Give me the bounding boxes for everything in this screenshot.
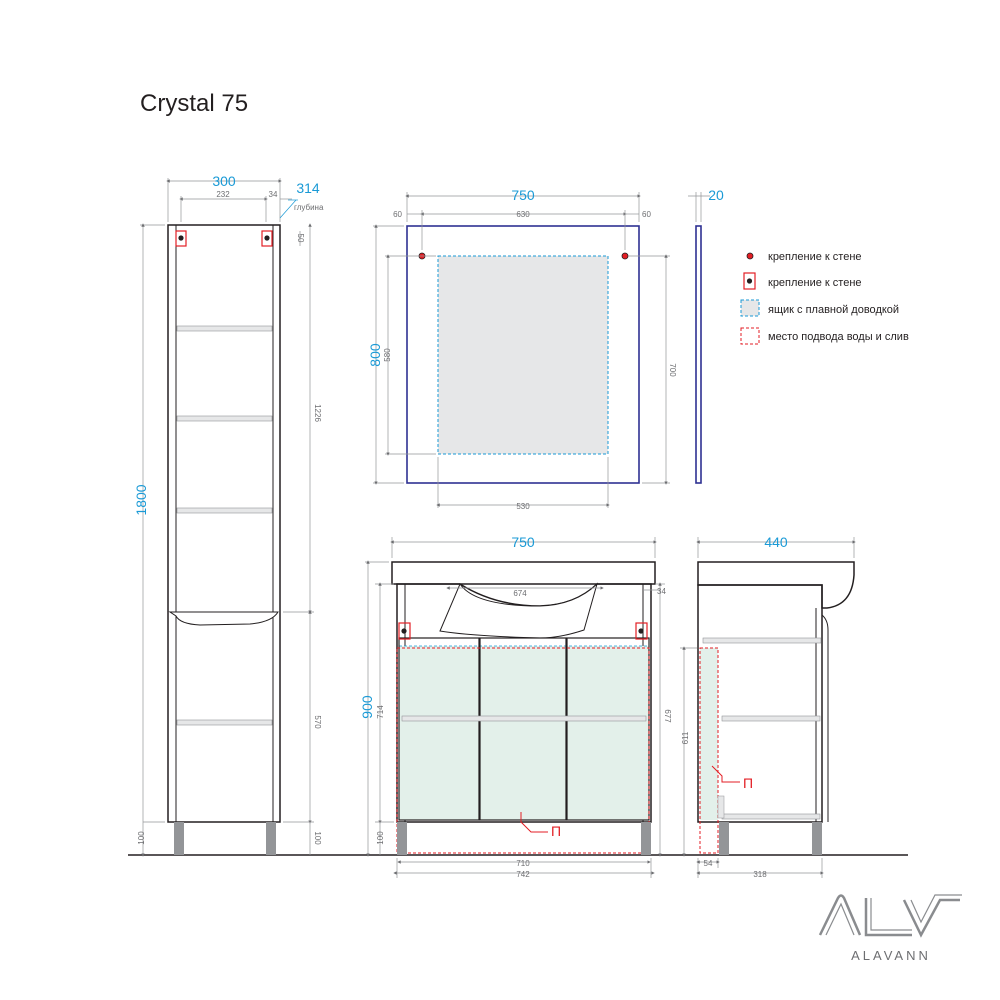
vanity-height-label: 900: [359, 695, 375, 719]
column-leg: [266, 822, 276, 855]
mirror-width-label: 750: [511, 187, 535, 203]
wall-mount-icon: [621, 252, 629, 260]
blue-dashed-box-icon: [740, 299, 760, 317]
vanity-inner-width-label: 710: [516, 859, 530, 868]
mirror-mount-height-label: 700: [668, 363, 677, 377]
mirror-thickness-label: 20: [708, 187, 724, 203]
column-shelf: [176, 325, 273, 332]
vanity-side-leg: [812, 822, 822, 855]
column-top-offset-label: 50: [296, 234, 305, 243]
plumbing-mark-front: П: [551, 823, 561, 839]
vanity-side-body: [697, 584, 823, 823]
mirror-glass-width-label: 530: [516, 502, 530, 511]
vanity-leg: [397, 822, 407, 855]
mirror-glass: [437, 255, 609, 455]
vanity-body: [396, 583, 652, 823]
plumbing-zone: [396, 647, 650, 854]
vanity-side-leg: [719, 822, 729, 855]
legend-item-label: место подвода воды и слив: [768, 331, 909, 343]
red-dashed-box-icon: [740, 327, 760, 345]
column-shelf: [176, 507, 273, 514]
wall-mount-icon: [398, 622, 411, 640]
mirror-side-view: [695, 225, 702, 484]
column-width-label: 300: [212, 173, 236, 189]
column-height-label: 1800: [133, 484, 149, 515]
vanity-inner-height-label: 677: [663, 709, 672, 723]
column-leg: [174, 822, 184, 855]
legend-item-label: крепление к стене: [768, 251, 862, 263]
vanity-door: [398, 637, 480, 821]
vanity-shelf: [401, 715, 647, 722]
plumbing-zone-side: [699, 647, 719, 854]
mirror-dimensions: [373, 192, 710, 508]
mirror-glass-height-label: 580: [383, 348, 392, 362]
vanity-side-depth-label: 440: [764, 534, 788, 550]
red-box-dot-icon: [743, 272, 756, 290]
vanity-side-dimensions: [680, 537, 856, 878]
wall-mount-icon: [635, 622, 648, 640]
page-title: Crystal 75: [140, 90, 249, 117]
plumbing-mark-side: П: [743, 775, 753, 791]
legend-item-label: крепление к стене: [768, 277, 862, 289]
vanity-body-height-label: 714: [376, 705, 385, 719]
column-inner-width-label: 232: [216, 190, 230, 199]
column-depth-caption: глубина: [294, 203, 324, 212]
vanity-side-offset-label: 34: [657, 587, 666, 596]
alavann-logo: ALAVANN: [818, 894, 962, 963]
basin-bowl: [439, 582, 598, 639]
mirror-right-offset-label: 60: [642, 210, 651, 219]
vanity-side-shelf: [721, 813, 821, 820]
vanity-leg-height-label: 100: [376, 831, 385, 845]
legend-item-label: ящик с плавной доводкой: [768, 304, 899, 316]
vanity-door: [479, 637, 567, 821]
vanity-side-body-depth-label: 318: [753, 870, 767, 879]
drawer-zone-side: [700, 648, 718, 820]
column-shelf: [176, 719, 273, 726]
wall-mount-icon: [175, 230, 187, 247]
column-depth-label: 314: [296, 180, 320, 196]
column-dimensions: [140, 178, 314, 857]
vanity-side: [697, 561, 855, 855]
column-cabinet: [167, 224, 281, 855]
logo-wordmark: ALAVANN: [851, 948, 931, 963]
vanity-front: [391, 561, 656, 855]
column-leg-height-label: 100: [137, 831, 146, 845]
column-door-handle: [168, 611, 279, 626]
column-lower-height-label: 570: [313, 715, 322, 729]
mirror-left-offset-label: 60: [393, 210, 402, 219]
column-side-offset-label: 34: [269, 190, 278, 199]
vanity-width-label: 750: [511, 534, 535, 550]
wall-mount-icon: [261, 230, 273, 247]
vanity-side-plumbing-height-label: 611: [681, 731, 690, 744]
column-shelf: [176, 415, 273, 422]
red-dot-icon: [746, 252, 754, 260]
vanity-leg: [641, 822, 651, 855]
drawer-zone: [398, 645, 650, 821]
vanity-basin-depth-label: 674: [513, 589, 527, 598]
vanity-side-shelf: [721, 715, 821, 722]
column-upper-height-label: 1226: [313, 404, 322, 422]
mirror: [406, 225, 702, 484]
mirror-mount-span-label: 630: [516, 210, 530, 219]
vanity-side-plumbing-offset-label: 54: [704, 859, 713, 868]
mirror-height-label: 800: [367, 343, 383, 367]
vanity-front-dimensions: [365, 537, 665, 878]
legend: крепление к стене крепление к стене ящик…: [740, 251, 909, 345]
vanity-outer-width-label: 742: [516, 870, 530, 879]
column-leg-height-label-right: 100: [313, 831, 322, 845]
vanity-side-shelf: [702, 637, 822, 644]
